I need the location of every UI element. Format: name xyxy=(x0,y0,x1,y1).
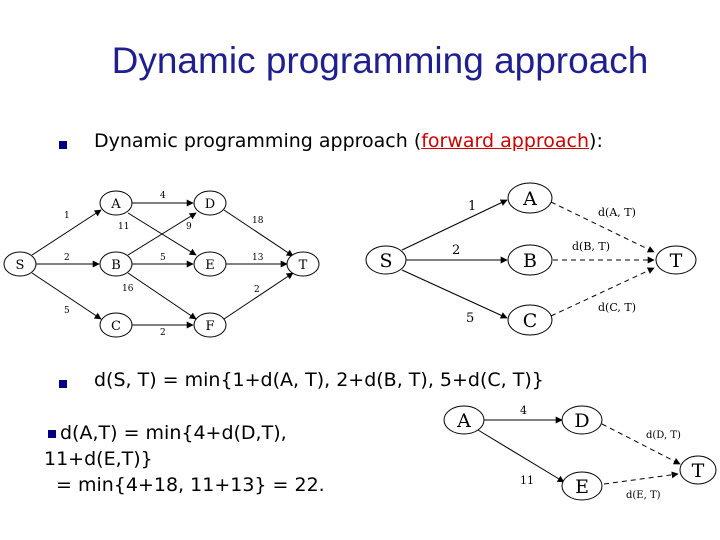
edge-s-c xyxy=(31,272,102,320)
label-s: S xyxy=(16,258,25,273)
node3-d xyxy=(561,405,603,435)
weight-b-d: 9 xyxy=(186,222,192,232)
node3-e xyxy=(561,471,603,501)
stage-graph-a-t: A D E T 4 11 d(D, T) d(E, T) xyxy=(443,404,717,501)
edge2-a-t-dashed xyxy=(550,201,655,253)
weight-s-c: 5 xyxy=(64,306,70,316)
slide-title: Dynamic programming approach xyxy=(111,40,649,81)
weight-a-e: 11 xyxy=(118,222,129,232)
weight-s-a: 1 xyxy=(64,211,70,221)
edge3-a-e xyxy=(477,429,565,483)
edge-b-f xyxy=(127,272,197,320)
weight-b-e: 5 xyxy=(160,253,166,263)
label3-t: T xyxy=(692,460,705,482)
weight-e-t: 13 xyxy=(252,253,264,263)
label-b: B xyxy=(111,258,121,273)
edge2-s-a xyxy=(401,199,508,251)
node-b xyxy=(99,251,133,277)
label2-s: S xyxy=(379,250,392,272)
equation-line2: 11+d(E,T)} xyxy=(44,448,153,470)
label2-b: B xyxy=(523,250,537,272)
node-c xyxy=(99,312,133,338)
label-f: F xyxy=(205,319,214,334)
dist3-e-t: d(E, T) xyxy=(626,490,661,501)
weight-s-b: 2 xyxy=(64,253,70,263)
label3-e: E xyxy=(575,476,589,498)
node-d xyxy=(193,190,227,216)
forward-approach-link[interactable]: forward approach xyxy=(421,130,590,152)
label-e: E xyxy=(205,258,215,273)
weight-d-t: 18 xyxy=(252,216,264,226)
weight-a-d: 4 xyxy=(160,191,166,201)
node-t xyxy=(286,251,320,277)
edge2-c-t-dashed xyxy=(550,267,655,317)
edge-b-d xyxy=(127,212,197,256)
node-a xyxy=(99,190,133,216)
label-d: D xyxy=(205,197,215,212)
weight2-s-b: 2 xyxy=(452,243,460,258)
node3-a xyxy=(443,405,485,435)
equation-line1: d(A,T) = min{4+d(D,T), xyxy=(60,422,287,444)
edge-d-t xyxy=(223,209,294,257)
bullet1-prefix: Dynamic programming approach ( xyxy=(94,130,422,152)
label3-d: D xyxy=(574,410,589,432)
node2-a xyxy=(507,182,553,214)
label2-c: C xyxy=(523,310,538,332)
multistage-graph: S A B C D E F T 1 2 5 4 11 9 5 16 2 18 1… xyxy=(3,190,320,338)
label-a: A xyxy=(110,197,121,212)
bullet-dst-equation: d(S, T) = min{1+d(A, T), 2+d(B, T), 5+d(… xyxy=(94,369,544,391)
node3-t xyxy=(679,455,717,485)
dist2-a-t: d(A, T) xyxy=(598,206,636,219)
label-c: C xyxy=(111,319,121,334)
weight3-a-d: 4 xyxy=(520,404,527,417)
weight-b-f: 16 xyxy=(122,284,134,294)
weight2-s-c: 5 xyxy=(466,311,474,326)
label3-a: A xyxy=(456,410,471,432)
label2-t: T xyxy=(670,250,683,272)
label-t: T xyxy=(299,258,308,273)
dist2-b-t: d(B, T) xyxy=(572,240,610,253)
node2-s xyxy=(365,245,407,275)
node2-b xyxy=(507,244,553,276)
stage-graph-s-t: S A B C T 1 2 5 d(A, T) d(B, T) d(C, T) xyxy=(365,182,697,336)
weight3-a-e: 11 xyxy=(520,474,534,487)
edge3-e-t-dashed xyxy=(603,471,679,485)
node-f xyxy=(193,312,227,338)
equation-d-a-t: d(A,T) = min{4+d(D,T), 11+d(E,T)} = min{… xyxy=(44,420,325,498)
node2-c xyxy=(507,304,553,336)
edge-f-t xyxy=(223,272,294,320)
dist3-d-t: d(D, T) xyxy=(646,430,681,441)
edge-s-a xyxy=(31,209,102,256)
bullet1-suffix: ): xyxy=(589,130,603,152)
node2-t xyxy=(655,245,697,275)
bullet-marker xyxy=(59,380,67,388)
equation-line3: = min{4+18, 11+13} = 22. xyxy=(56,474,325,496)
edge3-d-t-dashed xyxy=(601,423,681,465)
bullet-marker xyxy=(59,141,67,149)
weight-f-t: 2 xyxy=(254,285,260,295)
weight-c-f: 2 xyxy=(160,328,166,338)
node-e xyxy=(193,251,227,277)
edge2-s-c xyxy=(401,269,508,319)
dist2-c-t: d(C, T) xyxy=(598,301,636,314)
bullet-marker xyxy=(48,430,56,438)
weight2-s-a: 1 xyxy=(468,199,476,214)
label2-a: A xyxy=(522,188,537,210)
bullet-forward-approach: Dynamic programming approach (forward ap… xyxy=(94,130,603,152)
node-s xyxy=(3,251,37,277)
